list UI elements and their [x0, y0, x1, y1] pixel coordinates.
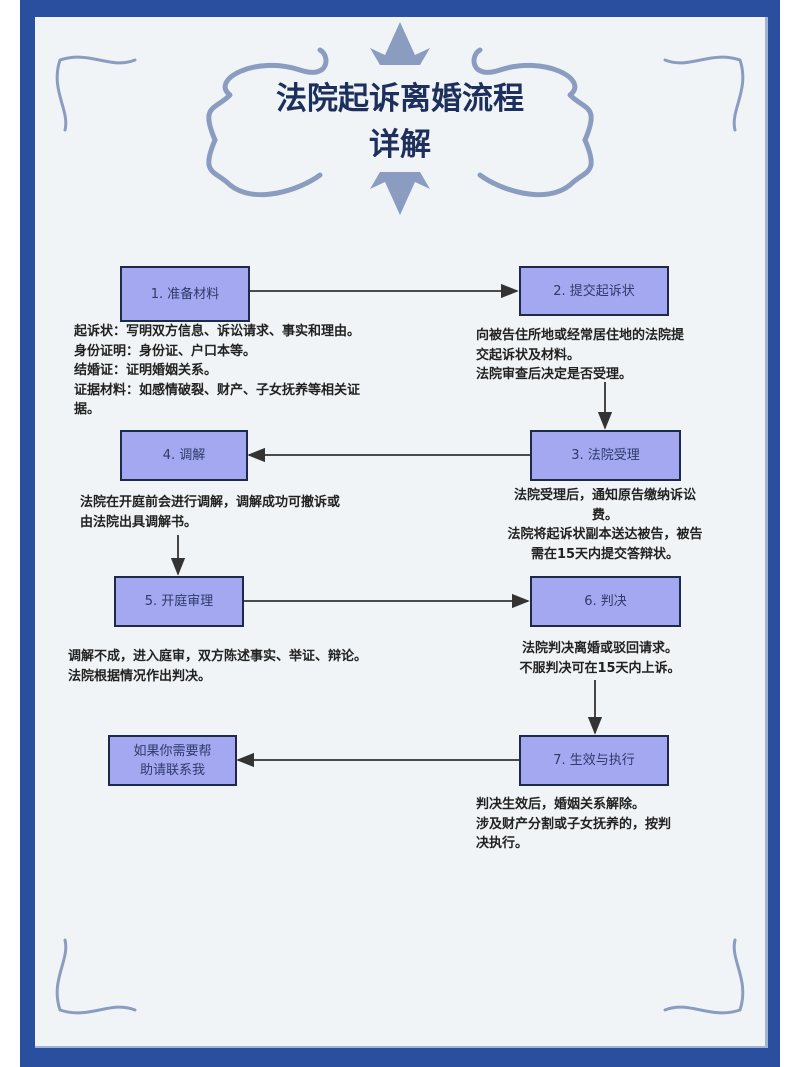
- step-1-description: 起诉状：写明双方信息、诉讼请求、事实和理由。 身份证明：身份证、户口本等。 结婚…: [74, 322, 454, 420]
- step-5-description: 调解不成，进入庭审，双方陈述事实、举证、辩论。 法院根据情况作出判决。: [68, 647, 468, 686]
- desc-line: 由法院出具调解书。: [80, 514, 198, 530]
- desc-line: 法院判决离婚或驳回请求。: [521, 641, 678, 656]
- step-2-description: 向被告住所地或经常居住地的法院提 交起诉状及材料。 法院审查后决定是否受理。: [476, 326, 766, 385]
- step-7-box: 7. 生效与执行: [519, 735, 669, 786]
- step-3-description: 法院受理后，通知原告缴纳诉讼 费。 法院将起诉状副本送达被告，被告 需在15天内…: [470, 486, 740, 564]
- desc-line: 身份证明：身份证、户口本等。: [74, 343, 257, 359]
- step-6-description: 法院判决离婚或驳回请求。 不服判决可在15天内上诉。: [480, 639, 720, 678]
- corner-ornament-top-right: [663, 55, 745, 132]
- desc-line: 法院受理后，通知原告缴纳诉讼: [513, 488, 696, 503]
- help-line-1: 如果你需要帮: [133, 743, 212, 759]
- desc-line: 法院根据情况作出判决。: [68, 668, 212, 684]
- desc-line: 调解不成，进入庭审，双方陈述事实、举证、辩论。: [68, 649, 368, 664]
- step-7-description: 判决生效后，婚姻关系解除。 涉及财产分割或子女抚养的，按判 决执行。: [476, 795, 766, 854]
- title-cartouche-ornament: [206, 47, 594, 198]
- desc-line: 法院在开庭前会进行调解，调解成功可撤诉或: [80, 495, 341, 510]
- help-line-2: 助请联系我: [139, 762, 205, 778]
- fleur-bottom-ornament: [370, 172, 430, 215]
- desc-line: 证据材料：如感情破裂、财产、子女抚养等相关证: [74, 382, 361, 398]
- desc-line: 起诉状：写明双方信息、诉讼请求、事实和理由。: [74, 324, 361, 339]
- desc-line: 据。: [74, 402, 101, 417]
- corner-ornament-bottom-right: [663, 938, 745, 1015]
- desc-line: 涉及财产分割或子女抚养的，按判: [476, 816, 672, 832]
- desc-line: 法院审查后决定是否受理。: [476, 367, 633, 382]
- step-6-box: 6. 判决: [530, 576, 681, 627]
- step-4-description: 法院在开庭前会进行调解，调解成功可撤诉或 由法院出具调解书。: [80, 493, 440, 532]
- step-3-box: 3. 法院受理: [530, 430, 681, 481]
- help-box: 如果你需要帮 助请联系我: [108, 735, 237, 786]
- desc-line: 不服判决可在15天内上诉。: [519, 660, 681, 676]
- title-line-1: 法院起诉离婚流程: [276, 81, 524, 117]
- page-title: 法院起诉离婚流程 详解: [0, 76, 800, 168]
- corner-ornament-top-left: [55, 55, 137, 132]
- fleur-top-ornament: [370, 22, 430, 65]
- title-line-2: 详解: [369, 127, 431, 163]
- step-1-box: 1. 准备材料: [120, 266, 250, 322]
- desc-line: 交起诉状及材料。: [476, 347, 581, 363]
- desc-line: 决执行。: [476, 836, 529, 851]
- step-4-box: 4. 调解: [120, 430, 248, 481]
- desc-line: 结婚证：证明婚姻关系。: [74, 363, 218, 378]
- corner-ornament-bottom-left: [55, 938, 137, 1015]
- desc-line: 向被告住所地或经常居住地的法院提: [476, 328, 685, 343]
- desc-line: 判决生效后，婚姻关系解除。: [476, 797, 646, 812]
- desc-line: 费。: [591, 507, 618, 523]
- step-2-box: 2. 提交起诉状: [519, 266, 669, 316]
- desc-line: 需在15天内提交答辩状。: [530, 546, 680, 562]
- step-5-box: 5. 开庭审理: [114, 576, 244, 627]
- desc-line: 法院将起诉状副本送达被告，被告: [507, 527, 703, 542]
